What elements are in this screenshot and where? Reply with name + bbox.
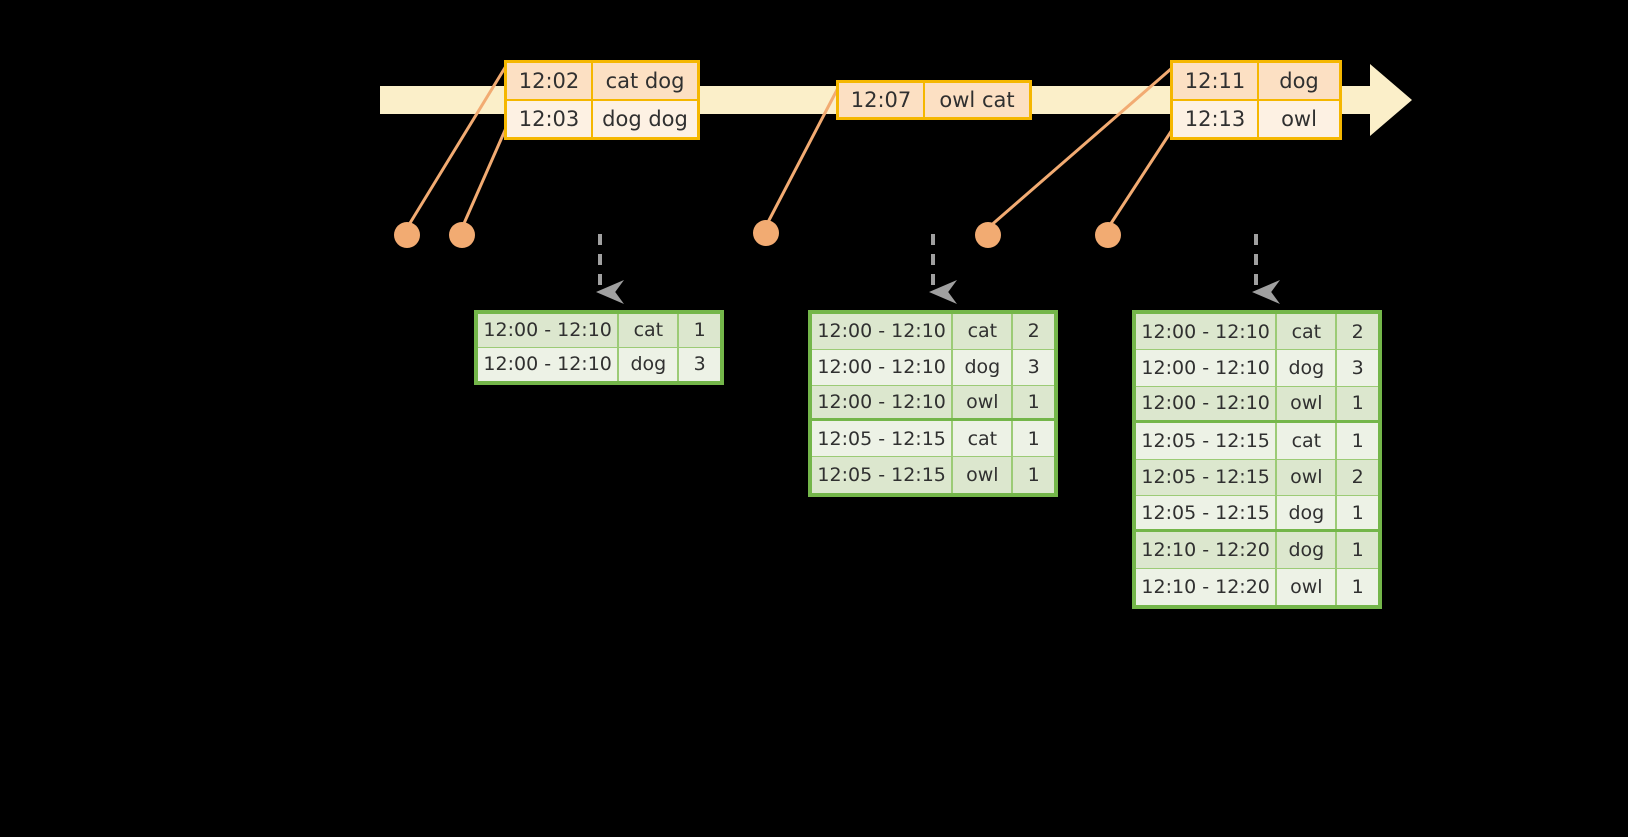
cell-word: owl: [1277, 568, 1338, 605]
cell-window: 12:00 - 12:10: [478, 347, 620, 381]
table-row[interactable]: 12:00 - 12:10 dog 3: [812, 349, 1054, 386]
table-row[interactable]: 12:00 - 12:10 cat 2: [812, 314, 1054, 350]
event-time: 12:03: [507, 101, 593, 137]
cell-word: owl: [953, 457, 1014, 494]
table-row[interactable]: 12:00 - 12:10 cat 1: [478, 314, 720, 348]
table-row[interactable]: 12:00 - 12:10 owl 1: [812, 385, 1054, 422]
event-words: cat dog: [593, 63, 697, 99]
event-row[interactable]: 12:03 dog dog: [507, 99, 697, 137]
cell-count: 3: [679, 347, 720, 381]
table-row[interactable]: 12:00 - 12:10 owl 1: [1136, 386, 1378, 424]
cell-word: cat: [1277, 314, 1338, 350]
cell-word: owl: [1277, 459, 1338, 495]
cell-word: dog: [1277, 532, 1338, 568]
cell-count: 2: [1337, 459, 1378, 495]
cell-count: 1: [1337, 495, 1378, 530]
table-row[interactable]: 12:00 - 12:10 dog 3: [1136, 350, 1378, 387]
cell-word: owl: [1277, 386, 1338, 421]
event-time: 12:13: [1173, 101, 1259, 137]
cell-window: 12:00 - 12:10: [812, 385, 954, 419]
result-table-3[interactable]: 12:00 - 12:10 cat 2 12:00 - 12:10 dog 3 …: [1132, 310, 1382, 609]
event-group-1[interactable]: 12:02 cat dog 12:03 dog dog: [504, 60, 700, 140]
cell-count: 1: [679, 314, 720, 347]
cell-count: 1: [1013, 421, 1054, 457]
event-row[interactable]: 12:07 owl cat: [839, 83, 1029, 117]
event-words: owl cat: [925, 83, 1029, 117]
event-words: dog dog: [593, 101, 697, 137]
cell-window: 12:00 - 12:10: [1136, 350, 1278, 386]
event-words: dog: [1259, 63, 1339, 99]
cell-count: 2: [1013, 314, 1054, 349]
event-row[interactable]: 12:02 cat dog: [507, 63, 697, 99]
dashed-result-arrows: [596, 234, 1280, 304]
event-group-2[interactable]: 12:07 owl cat: [836, 80, 1032, 120]
event-group-3[interactable]: 12:11 dog 12:13 owl: [1170, 60, 1342, 140]
event-row[interactable]: 12:11 dog: [1173, 63, 1339, 99]
cell-count: 1: [1337, 423, 1378, 459]
cell-word: dog: [953, 349, 1014, 385]
event-time: 12:02: [507, 63, 593, 99]
table-row[interactable]: 12:10 - 12:20 dog 1: [1136, 532, 1378, 569]
cell-word: dog: [1277, 495, 1338, 530]
result-table-2[interactable]: 12:00 - 12:10 cat 2 12:00 - 12:10 dog 3 …: [808, 310, 1058, 497]
event-time: 12:11: [1173, 63, 1259, 99]
cell-count: 1: [1337, 386, 1378, 421]
cell-word: cat: [953, 314, 1014, 349]
table-row[interactable]: 12:05 - 12:15 cat 1: [812, 421, 1054, 458]
marker-dot-2: [449, 222, 475, 248]
cell-count: 2: [1337, 314, 1378, 350]
cell-word: cat: [619, 314, 680, 347]
cell-count: 1: [1337, 568, 1378, 605]
cell-window: 12:05 - 12:15: [1136, 423, 1278, 459]
marker-dot-5: [1095, 222, 1121, 248]
event-words: owl: [1259, 101, 1339, 137]
table-row[interactable]: 12:05 - 12:15 cat 1: [1136, 423, 1378, 460]
cell-word: owl: [953, 385, 1014, 419]
cell-count: 3: [1337, 350, 1378, 386]
cell-count: 1: [1337, 532, 1378, 568]
cell-count: 3: [1013, 349, 1054, 385]
cell-window: 12:10 - 12:20: [1136, 568, 1278, 605]
marker-dot-3: [753, 220, 779, 246]
cell-count: 1: [1013, 457, 1054, 494]
cell-word: cat: [953, 421, 1014, 457]
cell-window: 12:00 - 12:10: [1136, 314, 1278, 350]
cell-word: cat: [1277, 423, 1338, 459]
table-row[interactable]: 12:05 - 12:15 dog 1: [1136, 495, 1378, 533]
event-time: 12:07: [839, 83, 925, 117]
table-row[interactable]: 12:00 - 12:10 dog 3: [478, 347, 720, 381]
cell-window: 12:05 - 12:15: [1136, 495, 1278, 530]
result-table-1[interactable]: 12:00 - 12:10 cat 1 12:00 - 12:10 dog 3: [474, 310, 724, 385]
cell-window: 12:00 - 12:10: [812, 349, 954, 385]
cell-word: dog: [1277, 350, 1338, 386]
table-row[interactable]: 12:05 - 12:15 owl 2: [1136, 459, 1378, 496]
cell-window: 12:00 - 12:10: [478, 314, 620, 347]
cell-word: dog: [619, 347, 680, 381]
marker-dot-1: [394, 222, 420, 248]
marker-dot-4: [975, 222, 1001, 248]
cell-count: 1: [1013, 385, 1054, 419]
cell-window: 12:10 - 12:20: [1136, 532, 1278, 568]
table-row[interactable]: 12:00 - 12:10 cat 2: [1136, 314, 1378, 351]
cell-window: 12:05 - 12:15: [1136, 459, 1278, 495]
cell-window: 12:00 - 12:10: [812, 314, 954, 349]
table-row[interactable]: 12:10 - 12:20 owl 1: [1136, 568, 1378, 605]
cell-window: 12:05 - 12:15: [812, 457, 954, 494]
cell-window: 12:05 - 12:15: [812, 421, 954, 457]
event-row[interactable]: 12:13 owl: [1173, 99, 1339, 137]
cell-window: 12:00 - 12:10: [1136, 386, 1278, 421]
table-row[interactable]: 12:05 - 12:15 owl 1: [812, 457, 1054, 494]
